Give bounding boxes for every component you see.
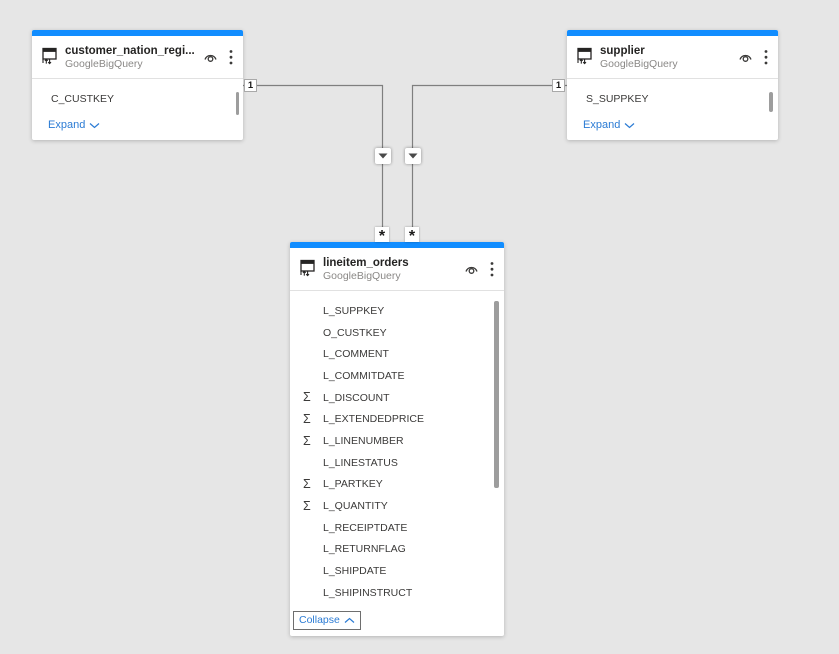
field-name: L_LINENUMBER xyxy=(323,434,404,447)
table-icon xyxy=(574,45,595,71)
field-name: L_SHIPDATE xyxy=(323,565,387,578)
expand-toggle[interactable]: Expand xyxy=(48,119,100,131)
table-source: GoogleBigQuery xyxy=(323,269,401,282)
table-icon xyxy=(297,257,318,283)
field-list: L_SUPPKEY O_CUSTKEY L_COMMENT L_COMMITDATE Σ… xyxy=(290,291,504,604)
expand-label: Expand xyxy=(48,119,86,131)
field-row[interactable]: O_CUSTKEY xyxy=(290,322,504,344)
collapse-toggle[interactable]: Collapse xyxy=(293,611,361,630)
field-name: L_RETURNFLAG xyxy=(323,543,406,556)
cross-filter-direction-arrow-supplier[interactable] xyxy=(404,148,421,164)
sigma-icon: Σ xyxy=(303,390,311,405)
more-options-icon[interactable] xyxy=(227,48,235,67)
arrow-down-icon xyxy=(408,153,417,159)
field-name: L_EXTENDEDPRICE xyxy=(323,413,424,426)
cardinality-many-badge-customer[interactable]: * xyxy=(375,227,389,242)
field-name: L_LINESTATUS xyxy=(323,456,398,469)
table-title: customer_nation_regi... xyxy=(65,44,195,57)
scrollbar-thumb[interactable] xyxy=(235,92,239,115)
table-card-lineitem-orders[interactable]: lineitem_orders GoogleBigQuery L_SUPPKEY… xyxy=(290,242,504,636)
relationship-line-customer-lineitem xyxy=(243,84,384,243)
more-options-icon[interactable] xyxy=(488,260,496,279)
field-row[interactable]: S_SUPPKEY xyxy=(567,88,778,110)
field-name: S_SUPPKEY xyxy=(586,93,649,105)
field-row[interactable]: L_LINESTATUS xyxy=(290,452,504,474)
field-name: L_PARTKEY xyxy=(323,478,383,491)
field-name: C_CUSTKEY xyxy=(51,93,115,105)
visibility-eye-icon[interactable] xyxy=(203,51,218,64)
card-accent-bar xyxy=(290,242,504,248)
table-card-supplier[interactable]: supplier GoogleBigQuery S_SUPPKEY Expand xyxy=(567,30,778,140)
table-source: GoogleBigQuery xyxy=(65,57,143,70)
chevron-down-icon xyxy=(89,122,100,128)
collapse-label: Collapse xyxy=(299,614,340,626)
more-options-icon[interactable] xyxy=(762,48,770,67)
field-row[interactable]: Σ L_DISCOUNT xyxy=(290,387,504,409)
table-icon xyxy=(39,45,60,71)
scrollbar-thumb[interactable] xyxy=(769,92,773,112)
arrow-down-icon xyxy=(378,153,387,159)
sigma-icon: Σ xyxy=(303,412,311,427)
field-row[interactable]: Σ L_LINENUMBER xyxy=(290,430,504,452)
table-title: supplier xyxy=(600,44,645,57)
table-card-customer-nation-region[interactable]: customer_nation_regi... GoogleBigQuery C… xyxy=(32,30,243,140)
field-row[interactable]: L_COMMITDATE xyxy=(290,365,504,387)
field-row[interactable]: L_SHIPDATE xyxy=(290,560,504,582)
scrollbar-thumb[interactable] xyxy=(494,301,499,488)
field-name: L_RECEIPTDATE xyxy=(323,521,408,534)
visibility-eye-icon[interactable] xyxy=(464,263,479,276)
sigma-icon: Σ xyxy=(303,498,311,513)
field-row[interactable]: Σ L_EXTENDEDPRICE xyxy=(290,408,504,430)
visibility-eye-icon[interactable] xyxy=(738,51,753,64)
field-row[interactable]: Σ L_QUANTITY xyxy=(290,495,504,517)
table-source: GoogleBigQuery xyxy=(600,57,678,70)
field-row[interactable]: L_RECEIPTDATE xyxy=(290,517,504,539)
relationship-line-supplier-lineitem xyxy=(411,84,567,243)
field-row[interactable]: L_COMMENT xyxy=(290,343,504,365)
cross-filter-direction-arrow-customer[interactable] xyxy=(374,148,391,164)
field-name: L_COMMENT xyxy=(323,348,389,361)
expand-toggle[interactable]: Expand xyxy=(583,119,635,131)
field-row[interactable]: C_CUSTKEY xyxy=(32,88,243,110)
card-accent-bar xyxy=(567,30,778,36)
field-row[interactable]: L_SHIPINSTRUCT xyxy=(290,582,504,604)
expand-label: Expand xyxy=(583,119,621,131)
field-name: L_DISCOUNT xyxy=(323,391,390,404)
field-name: L_COMMITDATE xyxy=(323,369,405,382)
sigma-icon: Σ xyxy=(303,477,311,492)
sigma-icon: Σ xyxy=(303,433,311,448)
field-row[interactable]: Σ L_PARTKEY xyxy=(290,474,504,496)
card-header[interactable]: customer_nation_regi... GoogleBigQuery xyxy=(32,36,243,79)
table-title: lineitem_orders xyxy=(323,256,409,269)
field-name: L_SHIPINSTRUCT xyxy=(323,586,413,599)
field-name: L_QUANTITY xyxy=(323,500,388,513)
chevron-down-icon xyxy=(624,122,635,128)
chevron-up-icon xyxy=(344,617,355,623)
field-list: S_SUPPKEY xyxy=(567,79,778,110)
card-header[interactable]: supplier GoogleBigQuery xyxy=(567,36,778,79)
field-name: O_CUSTKEY xyxy=(323,326,387,339)
field-list: C_CUSTKEY xyxy=(32,79,243,110)
field-name: L_SUPPKEY xyxy=(323,304,385,317)
cardinality-many-badge-supplier[interactable]: * xyxy=(405,227,419,242)
field-row[interactable]: L_SUPPKEY xyxy=(290,300,504,322)
card-header[interactable]: lineitem_orders GoogleBigQuery xyxy=(290,248,504,291)
cardinality-one-badge-supplier[interactable]: 1 xyxy=(552,79,565,92)
field-row[interactable]: L_RETURNFLAG xyxy=(290,539,504,561)
card-accent-bar xyxy=(32,30,243,36)
cardinality-one-badge-customer[interactable]: 1 xyxy=(244,79,257,92)
